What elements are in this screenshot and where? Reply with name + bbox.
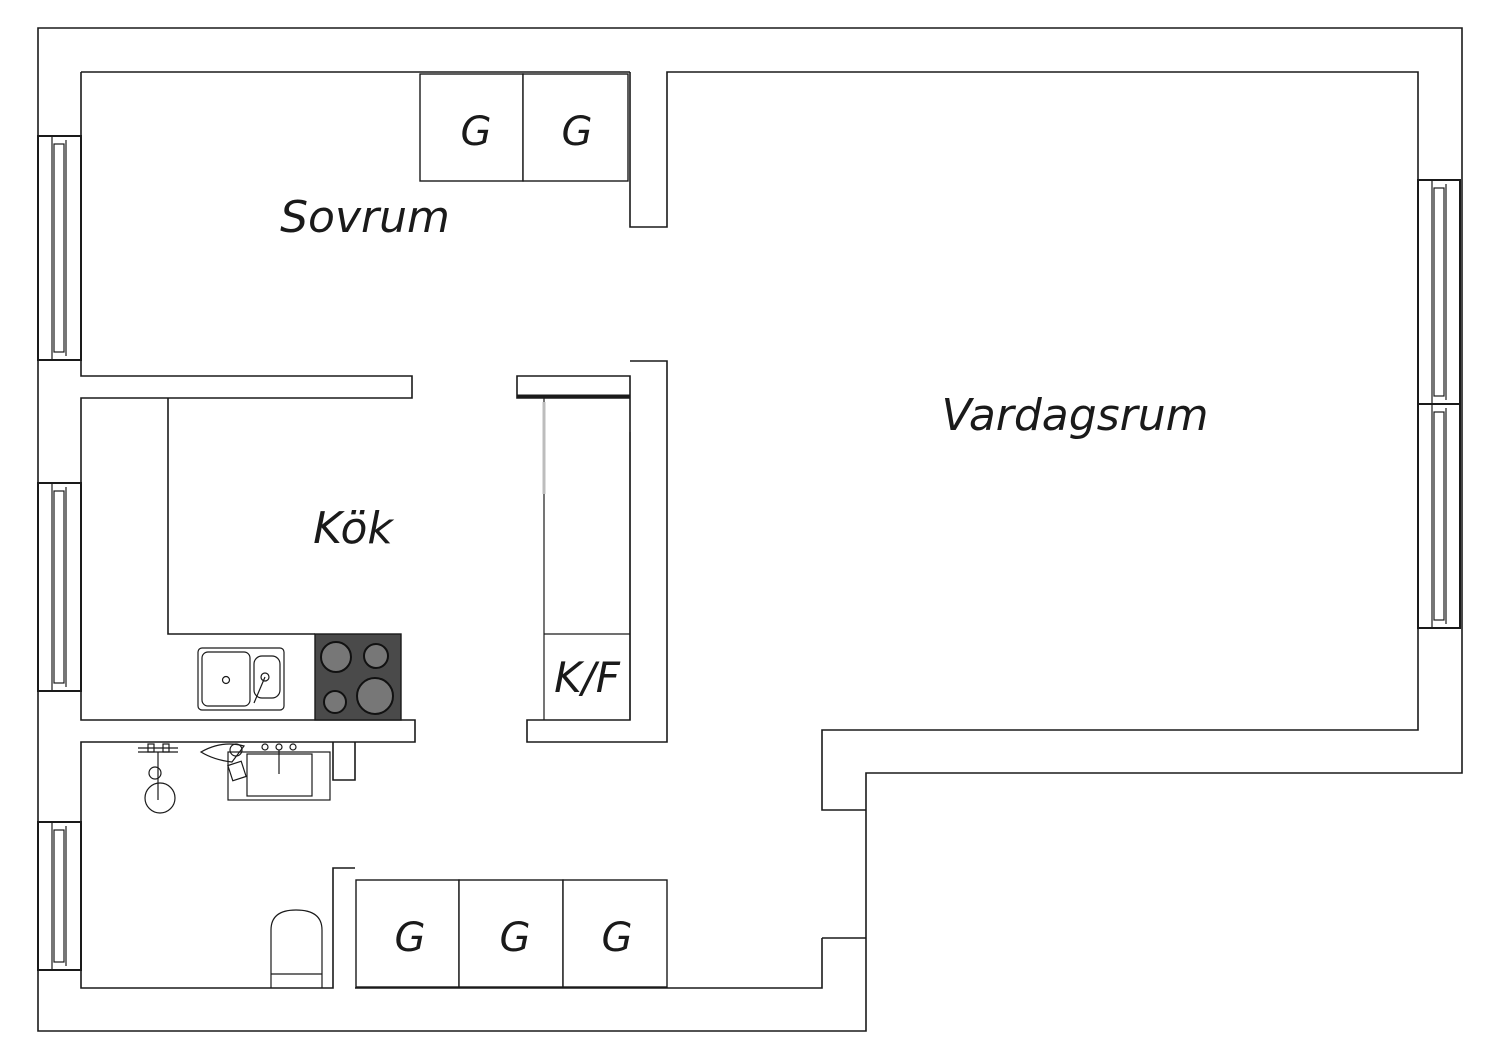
room-label-kitchen: Kök bbox=[313, 503, 394, 554]
exterior-wall-outer bbox=[37, 27, 1463, 1032]
window-right-2 bbox=[1417, 403, 1461, 629]
closet-label: G bbox=[562, 109, 593, 155]
closet-bedroom-1 bbox=[419, 73, 524, 182]
kitchen-counter bbox=[167, 398, 315, 635]
window-left-2 bbox=[37, 482, 82, 692]
closet-label: G bbox=[500, 915, 531, 961]
bedroom-closets: G G bbox=[419, 73, 629, 182]
closet-hall-3 bbox=[562, 879, 668, 988]
bathroom-wall bbox=[332, 742, 356, 781]
stove-icon bbox=[314, 633, 402, 721]
room-label-living-room: Vardagsrum bbox=[942, 390, 1209, 441]
washbasin-icon bbox=[199, 743, 331, 801]
window-left-1 bbox=[37, 135, 82, 361]
closet-bedroom-2 bbox=[522, 73, 629, 182]
closet-hall-2 bbox=[458, 879, 564, 988]
bedroom-wall bbox=[80, 71, 630, 989]
room-label-bedroom: Sovrum bbox=[280, 192, 450, 243]
closet-label: G bbox=[461, 109, 492, 155]
partition-central bbox=[516, 360, 668, 743]
window-left-3 bbox=[37, 821, 82, 971]
kitchen-sink-icon bbox=[197, 647, 285, 711]
closet-label: G bbox=[395, 915, 426, 961]
closet-hall-1 bbox=[355, 879, 460, 988]
shower-icon bbox=[138, 743, 178, 814]
partition-bedroom-living bbox=[355, 71, 1419, 989]
closet-label: G bbox=[602, 915, 633, 961]
window-right-1 bbox=[1417, 179, 1461, 405]
hall-closets: G G G bbox=[355, 879, 668, 988]
room-label-fridge-freezer: K/F bbox=[554, 653, 621, 702]
toilet-icon bbox=[270, 909, 323, 988]
